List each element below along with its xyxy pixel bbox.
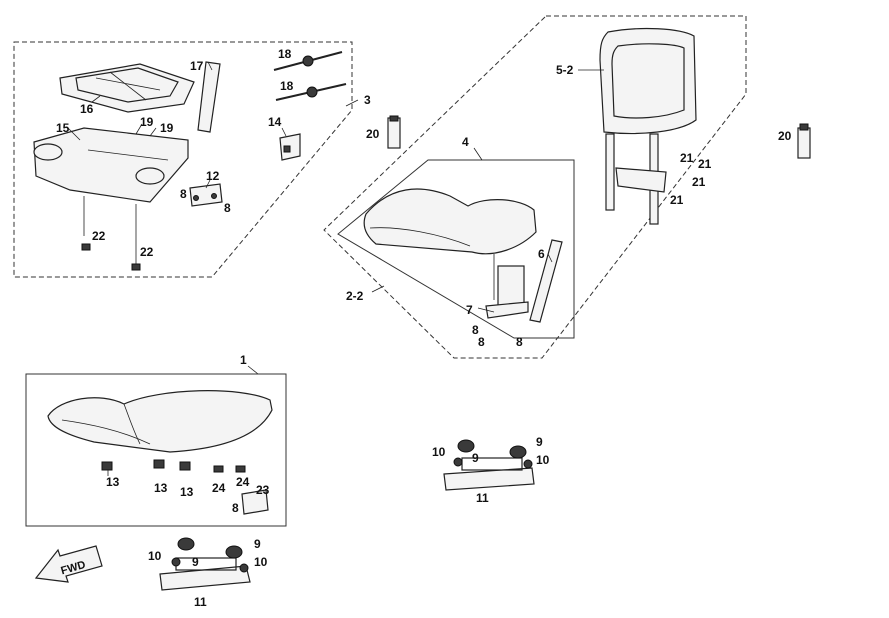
label-9c: 9 bbox=[472, 451, 479, 465]
label-2-2: 2-2 bbox=[346, 289, 364, 303]
pin-20a bbox=[387, 115, 401, 149]
label-8f: 8 bbox=[232, 501, 239, 515]
hinge-plate-11a bbox=[159, 537, 251, 591]
bumper-13b bbox=[153, 459, 165, 469]
label-7: 7 bbox=[466, 303, 473, 317]
bumper-13a bbox=[101, 461, 113, 471]
label-5-2: 5-2 bbox=[556, 63, 574, 77]
bracket-12 bbox=[189, 183, 223, 207]
strap-18a bbox=[273, 51, 343, 71]
pin-20b bbox=[797, 123, 811, 159]
leader-lines bbox=[67, 61, 604, 476]
label-1: 1 bbox=[240, 353, 247, 367]
passenger-seat-boundary bbox=[323, 15, 747, 359]
label-21a: 21 bbox=[680, 151, 694, 165]
fwd-arrow-icon: FWD bbox=[34, 545, 103, 583]
label-16: 16 bbox=[80, 102, 94, 116]
label-9b: 9 bbox=[254, 537, 261, 551]
label-23: 23 bbox=[256, 483, 270, 497]
label-9d: 9 bbox=[536, 435, 543, 449]
clip-14 bbox=[279, 133, 301, 161]
label-15: 15 bbox=[56, 121, 70, 135]
label-24a: 24 bbox=[212, 481, 226, 495]
label-8a: 8 bbox=[180, 187, 187, 201]
washer-24a bbox=[213, 465, 224, 473]
seat-bracket-7 bbox=[485, 254, 529, 319]
group-1-boundary bbox=[25, 373, 287, 527]
label-9a: 9 bbox=[192, 555, 199, 569]
label-13c: 13 bbox=[180, 485, 194, 499]
label-13b: 13 bbox=[154, 481, 168, 495]
group-4-boundary bbox=[337, 159, 575, 339]
label-22b: 22 bbox=[140, 245, 154, 259]
label-10c: 10 bbox=[432, 445, 446, 459]
nut-22b bbox=[131, 263, 141, 271]
storage-lid-16 bbox=[59, 63, 195, 113]
label-22a: 22 bbox=[92, 229, 106, 243]
strap-18b bbox=[275, 83, 347, 101]
passenger-cushion-2-2 bbox=[363, 188, 537, 255]
group-3-boundary bbox=[13, 41, 353, 278]
label-18a: 18 bbox=[278, 47, 292, 61]
label-19a: 19 bbox=[140, 115, 154, 129]
callout-labels: 16 15 17 18 18 3 14 19 19 12 8 8 22 22 2… bbox=[56, 47, 792, 609]
bumper-13c bbox=[179, 461, 191, 471]
washer-24b bbox=[235, 465, 246, 473]
label-10b: 10 bbox=[254, 555, 268, 569]
label-10d: 10 bbox=[536, 453, 550, 467]
rod-6 bbox=[529, 239, 563, 323]
latch-23 bbox=[241, 489, 269, 515]
label-19b: 19 bbox=[160, 121, 174, 135]
label-14: 14 bbox=[268, 115, 282, 129]
label-17: 17 bbox=[190, 59, 204, 73]
label-21b: 21 bbox=[698, 157, 712, 171]
label-10a: 10 bbox=[148, 549, 162, 563]
label-20a: 20 bbox=[366, 127, 380, 141]
label-8b: 8 bbox=[224, 201, 231, 215]
label-21c: 21 bbox=[692, 175, 706, 189]
storage-tray-15 bbox=[33, 127, 189, 264]
support-rod-17 bbox=[197, 61, 221, 133]
nut-22a bbox=[81, 243, 91, 251]
hinge-plate-11b bbox=[443, 439, 535, 491]
label-8e: 8 bbox=[516, 335, 523, 349]
main-seat-cushion-1 bbox=[47, 390, 273, 453]
label-18b: 18 bbox=[280, 79, 294, 93]
label-4: 4 bbox=[462, 135, 469, 149]
label-11b: 11 bbox=[476, 491, 489, 505]
label-13a: 13 bbox=[106, 475, 120, 489]
label-3: 3 bbox=[364, 93, 371, 107]
label-11a: 11 bbox=[194, 595, 207, 609]
label-24b: 24 bbox=[236, 475, 250, 489]
label-8c: 8 bbox=[472, 323, 479, 337]
label-8d: 8 bbox=[478, 335, 485, 349]
label-20b: 20 bbox=[778, 129, 792, 143]
label-12: 12 bbox=[206, 169, 220, 183]
backrest-5-2 bbox=[599, 27, 697, 225]
label-6: 6 bbox=[538, 247, 545, 261]
label-21d: 21 bbox=[670, 193, 684, 207]
